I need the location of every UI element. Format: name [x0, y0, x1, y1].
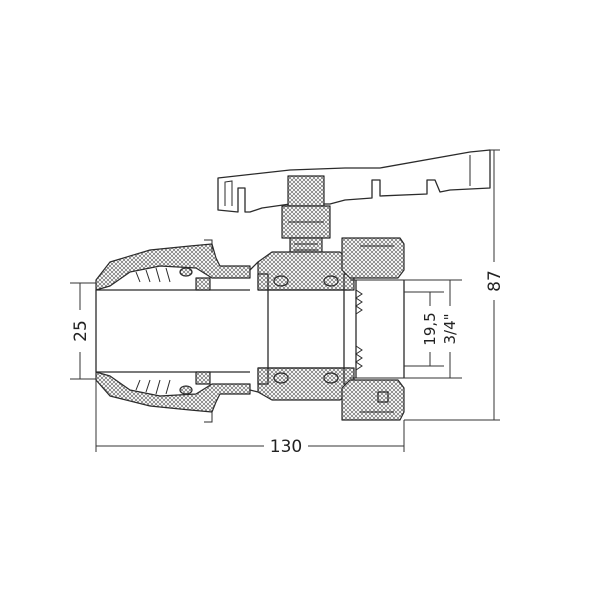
compression-fitting — [95, 239, 251, 423]
pipe-diameter-label: 25 — [71, 320, 91, 342]
thread-size-label: 3/4" — [441, 313, 459, 344]
dimension-bore-thread: 19,5 3/4" — [404, 279, 462, 379]
valve-handle — [217, 149, 491, 213]
dimension-pipe-diameter: 25 — [70, 282, 96, 380]
overall-height-label: 87 — [485, 270, 505, 292]
bore-diameter-label: 19,5 — [421, 312, 439, 345]
dimension-overall-height: 87 — [404, 149, 505, 421]
dimension-overall-length: 130 — [95, 380, 405, 457]
threaded-end — [341, 237, 405, 421]
valve-body — [249, 251, 355, 401]
overall-length-label: 130 — [270, 437, 302, 457]
